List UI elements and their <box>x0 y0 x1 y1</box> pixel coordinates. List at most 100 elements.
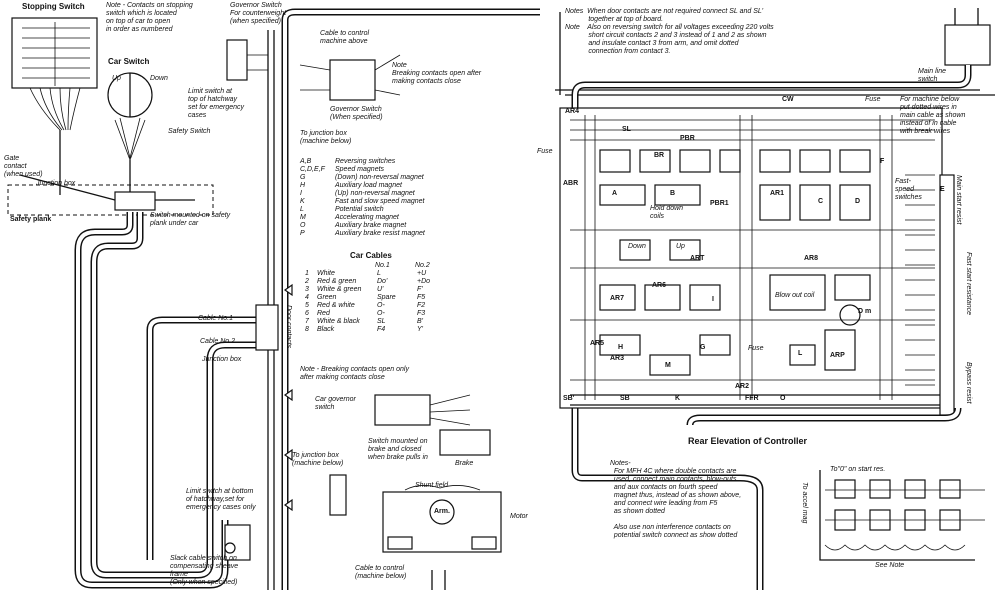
junction-box-top <box>114 191 156 211</box>
cable-row-c1: Do' <box>377 278 388 285</box>
tag-i: I <box>712 296 714 303</box>
junction-box-2-label: Junction box <box>202 356 242 363</box>
tag-fuse-2: Fuse <box>748 345 764 352</box>
cable-no2-label: Cable No.2 <box>200 338 236 345</box>
tag-fuse: Fuse <box>865 96 881 103</box>
cable-row-c1: U' <box>377 286 384 293</box>
cable-row-color: Red & white <box>317 302 355 309</box>
car-cables-title: Car Cables <box>350 251 392 260</box>
tag-k: K <box>675 395 681 402</box>
car-switch-cone <box>114 117 146 162</box>
notes-bottom: Notes- For MFH 4C where double contacts … <box>610 460 742 539</box>
stopping-switch-label: Stopping Switch <box>22 2 85 11</box>
tag-arp: ARP <box>830 352 845 359</box>
cable-row-c2: F' <box>417 286 423 293</box>
down-label: Down <box>628 243 646 250</box>
legend-desc: Accelerating magnet <box>335 214 399 221</box>
tag-ar3: AR3 <box>610 355 625 362</box>
legend-desc: (Up) non-reversal magnet <box>335 190 415 197</box>
tag-ar8: AR8 <box>804 255 819 262</box>
cable-row-c2: B' <box>417 318 424 325</box>
to-start-res-label: To"0" on start res. <box>830 466 886 473</box>
cable-row-num: 3 <box>305 286 309 293</box>
to-junction-below-label: To junction box (machine below) <box>300 130 352 145</box>
tag-sb: SB <box>620 395 630 402</box>
tag-abr: ABR <box>563 180 579 187</box>
door-contacts-label: Door contacts <box>285 305 292 349</box>
legend-key: L <box>300 206 304 213</box>
tag-b: B <box>670 190 676 197</box>
car-switch-up: Up <box>112 75 121 82</box>
safety-switch-label: Safety Switch <box>168 128 211 135</box>
notes-top: Notes When door contacts are not require… <box>565 8 774 55</box>
shunt-field-label: Shunt field <box>415 482 449 489</box>
gate-contact-label: Gate contact (when used) <box>4 155 43 178</box>
to-junction-below-2: To junction box (machine below) <box>292 452 344 467</box>
up-label: Up <box>676 243 685 250</box>
tag-f: F <box>880 158 885 165</box>
col-no2: No.2 <box>415 262 430 269</box>
tag-l: L <box>798 350 803 357</box>
governor-cw-label: Governor Switch For counterweight (when … <box>230 2 287 25</box>
cable-row-c2: Y' <box>417 326 424 333</box>
brake-label: Brake <box>455 460 474 467</box>
cable-row-c1: SL <box>377 318 386 325</box>
stopping-switch-contacts <box>22 22 90 86</box>
tag-pbr1: PBR1 <box>710 200 729 207</box>
switch-plank-label: Switch mounted on safety plank under car <box>150 212 231 227</box>
cable-row-c1: F4 <box>377 326 386 333</box>
machine-note: For machine below put dotted wires in ma… <box>900 96 966 135</box>
fuse-label: Fuse <box>537 148 553 155</box>
junction-box-mid <box>255 304 279 351</box>
motor-armature <box>429 499 455 525</box>
tag-a: A <box>612 190 618 197</box>
tag-ffr: FFR <box>745 395 759 402</box>
cable-row-c1: L <box>377 270 381 277</box>
blow-out-label: Blow out coil <box>775 292 815 299</box>
junction-box-label: Junction box <box>36 180 76 187</box>
legend-desc: Auxiliary brake magnet <box>335 222 407 229</box>
breaking-note: Note Breaking contacts open after making… <box>392 62 482 85</box>
motor-label: Motor <box>510 513 528 520</box>
fast-start-resistance-label: Fast start resistance <box>965 252 972 316</box>
governor-switch-2 <box>329 59 376 101</box>
cable-row-num: 8 <box>305 326 309 333</box>
tag-o: O <box>780 395 786 402</box>
tag-ar5: AR5 <box>590 340 605 347</box>
tag-cw: CW <box>782 96 794 103</box>
cable-no1-label: Cable No.1 <box>198 315 234 322</box>
main-line-switch-label: Main line switch <box>918 68 947 83</box>
door-contact-markers <box>283 283 293 512</box>
tag-m: M <box>665 362 671 369</box>
legend-desc: Auxiliary load magnet <box>335 182 402 189</box>
legend-desc: Potential switch <box>335 206 384 213</box>
car-governor-label: Car governor switch <box>315 396 356 411</box>
cable-row-c2: F5 <box>417 294 426 301</box>
legend-key: H <box>300 182 306 189</box>
cable-row-c2: +Do <box>417 278 431 285</box>
safety-plank-label: Safety plank <box>10 216 52 223</box>
legend-desc: (Down) non-reversal magnet <box>335 174 424 181</box>
brake-switch <box>439 429 491 456</box>
cable-row-color: Red & green <box>317 278 357 285</box>
to-accel-label: To accel mag <box>801 482 808 524</box>
armature-label: Arm. <box>434 508 450 515</box>
main-line-switch <box>944 24 991 66</box>
cable-row-color: White & black <box>317 318 360 325</box>
cable-row-c1: O- <box>377 310 385 317</box>
stopping-fan-wires <box>29 87 81 131</box>
tag-h: H <box>618 344 624 351</box>
legend-key: P <box>300 230 305 237</box>
cable-row-num: 5 <box>305 302 309 309</box>
cable-row-color: White <box>317 270 335 277</box>
car-switch-down: Down <box>150 75 168 82</box>
cable-row-num: 2 <box>305 278 309 285</box>
cable-row-num: 1 <box>305 270 309 277</box>
limit-top-label: Limit switch at top of hatchway set for … <box>188 88 245 119</box>
fast-speed-label: Fast- speed switches <box>895 178 922 201</box>
tag-sb-prime: SB' <box>563 395 575 402</box>
governor-switch-2-label: Governor Switch (When specified) <box>330 106 383 121</box>
governor-switch-cw <box>226 39 248 81</box>
